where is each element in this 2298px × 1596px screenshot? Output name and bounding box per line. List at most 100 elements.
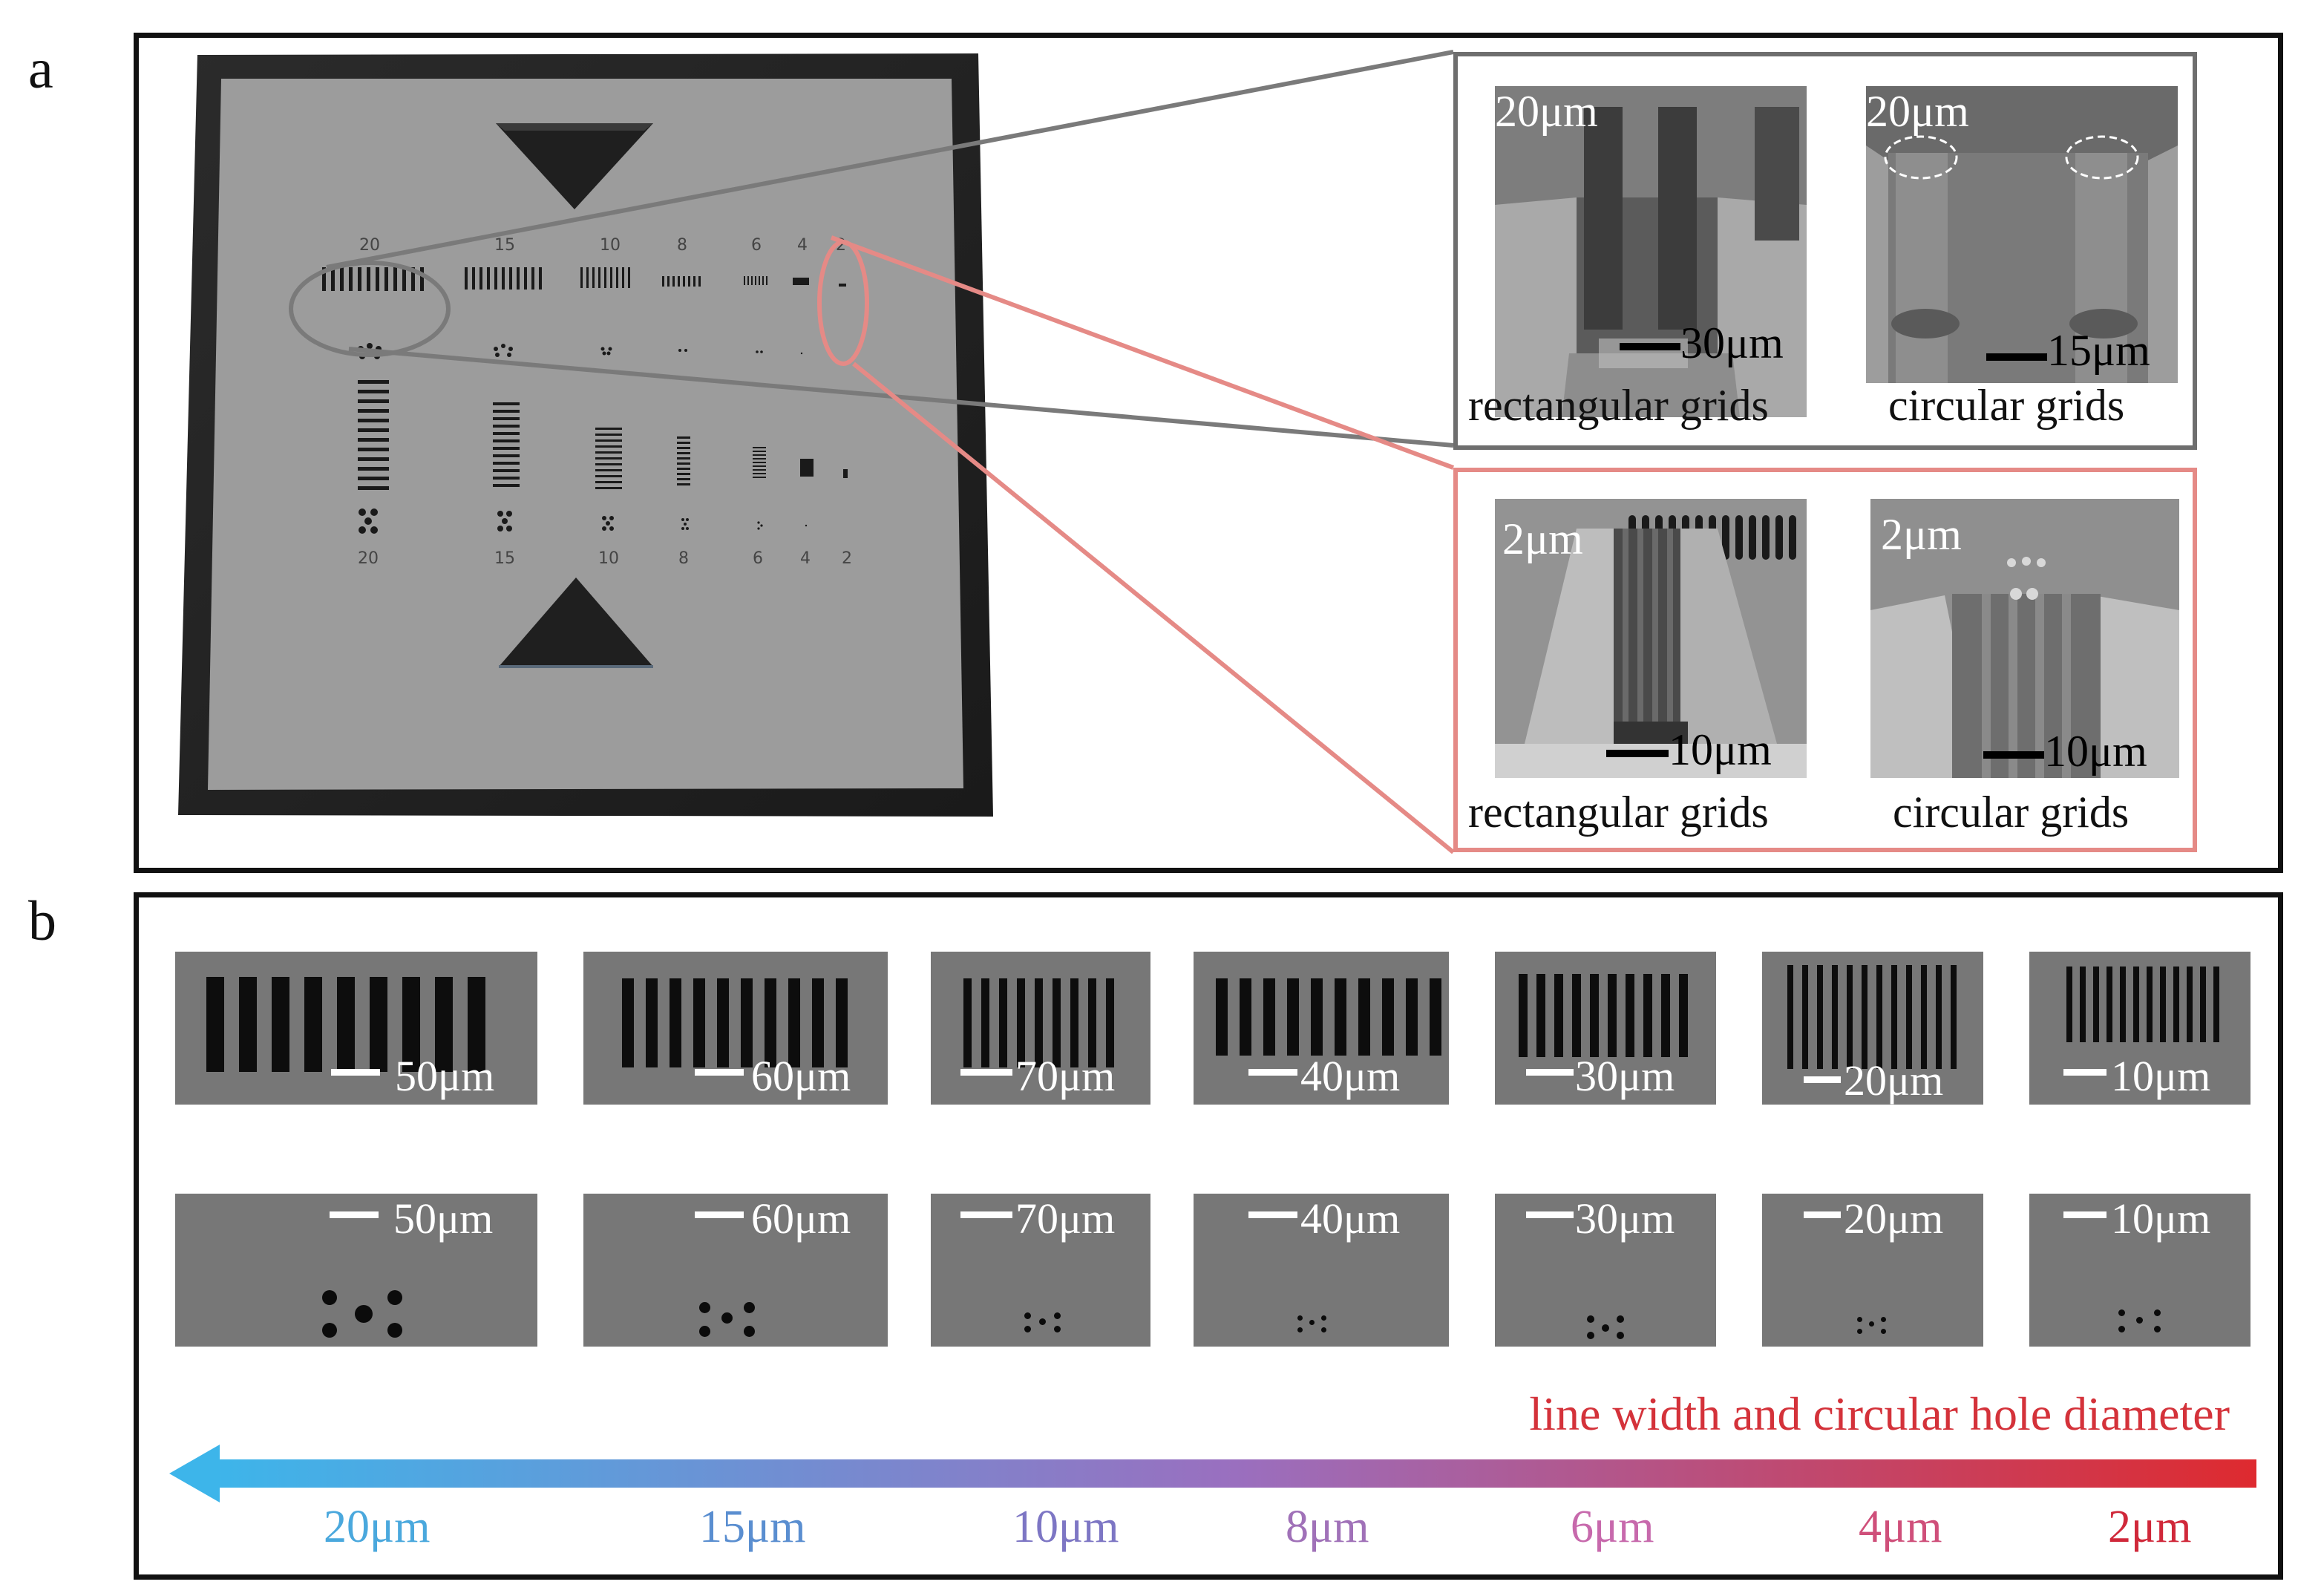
chip-bottom-number-2: 2 [842, 549, 852, 568]
line-card-20um: 50μm [175, 952, 537, 1105]
chip-bar-stack-15 [493, 402, 520, 487]
line-card-8um: 40μm [1194, 952, 1449, 1105]
scale-bar [2063, 1069, 2106, 1076]
chip-grating-8 [662, 276, 701, 287]
scale-label: 60μm [751, 1052, 851, 1100]
sem-rect-grid-20um: 20μm 30μm [1495, 86, 1807, 417]
scale-label: 10μm [2111, 1052, 2211, 1100]
scale-bar [330, 1211, 379, 1218]
sem-size-label: 2μm [1502, 514, 1583, 563]
chip-bar-stack-20 [358, 380, 389, 490]
chip-bar-stack-10 [595, 428, 622, 489]
chip-top-number-10: 10 [600, 236, 621, 255]
caption-circ-grids-gray: circular grids [1888, 381, 2125, 430]
scale-bar [1526, 1211, 1574, 1218]
scale-bar [331, 1069, 380, 1076]
chip-top-number-15: 15 [494, 236, 515, 255]
gradient-label-6um: 6μm [1571, 1502, 1654, 1552]
chip-grating-6 [744, 276, 767, 285]
caption-rect-grids-red: rectangular grids [1468, 788, 1769, 837]
panel-a-letter: a [28, 38, 53, 100]
chip-bottom-number-8: 8 [678, 549, 689, 568]
gradient-label-10um: 10μm [1012, 1502, 1119, 1552]
scale-label: 20μm [1844, 1056, 1944, 1105]
panel-b-letter: b [28, 890, 56, 952]
sem-circ-grid-2um: 2μm 10μm [1870, 499, 2179, 778]
scale-label: 70μm [1015, 1052, 1116, 1100]
zoom-connectors [326, 50, 1455, 854]
scale-bar [1986, 353, 2047, 361]
scale-bar [1983, 751, 2044, 759]
scale-bar [1526, 1069, 1574, 1076]
chip-grating-10 [580, 267, 630, 288]
chip-bar-stack-4 [800, 459, 814, 477]
scale-label: 60μm [751, 1194, 851, 1243]
sem-scale-label: 10μm [1669, 725, 1772, 774]
scale-bar [1804, 1076, 1841, 1083]
hole-card-10um: 70μm [931, 1194, 1150, 1347]
scale-bar [695, 1069, 744, 1076]
line-card-2um: 10μm [2029, 952, 2250, 1105]
scale-bar [960, 1211, 1012, 1218]
sem-circ-grid-20um: 20μm 15μm [1866, 86, 2178, 383]
sem-size-label: 2μm [1881, 510, 1962, 559]
sem-size-label: 20μm [1495, 87, 1598, 136]
scale-label: 50μm [395, 1052, 495, 1100]
red-inset-box: 2μm 10μm rectangular grids 2μm 10μm circ… [1453, 468, 2197, 852]
caption-circ-grids-red: circular grids [1893, 788, 2130, 837]
scale-label: 10μm [2111, 1194, 2211, 1243]
line-card-15um: 60μm [583, 952, 888, 1105]
scale-label: 40μm [1300, 1052, 1401, 1100]
scale-label: 50μm [393, 1194, 494, 1243]
line-card-6um: 30μm [1495, 952, 1716, 1105]
caption-rect-grids-gray: rectangular grids [1468, 381, 1769, 430]
chip-bar-stack-2 [843, 469, 848, 478]
scale-bar [1606, 750, 1669, 757]
chip-top-number-8: 8 [677, 236, 687, 255]
chip-top-number-4: 4 [797, 236, 808, 255]
hole-card-6um: 30μm [1495, 1194, 1716, 1347]
hole-card-4um: 20μm [1762, 1194, 1983, 1347]
alignment-triangle-top [496, 123, 653, 209]
highlight-ellipse-gray [289, 261, 451, 357]
sem-scale-label: 30μm [1680, 318, 1784, 367]
line-card-10um: 70μm [931, 952, 1150, 1105]
alignment-triangle-bottom [499, 578, 653, 667]
gradient-label-20um: 20μm [324, 1502, 431, 1552]
scale-bar [1804, 1211, 1841, 1218]
hole-card-20um: 50μm [175, 1194, 537, 1347]
chip-grating-2 [839, 284, 846, 287]
scale-bar [1620, 343, 1680, 350]
scale-bar [2063, 1211, 2106, 1218]
sem-scale-label: 15μm [2047, 326, 2150, 375]
sem-scale-label: 10μm [2044, 727, 2147, 776]
chip-bottom-number-10: 10 [598, 549, 619, 568]
line-card-4um: 20μm [1762, 952, 1983, 1105]
chip-grating-20 [322, 267, 424, 291]
chip-bar-stack-8 [677, 436, 690, 485]
hole-card-15um: 60μm [583, 1194, 888, 1347]
panel-b-frame [134, 892, 2283, 1580]
chip-bar-stack-6 [753, 447, 766, 478]
scale-label: 70μm [1015, 1194, 1116, 1243]
scale-label: 20μm [1844, 1194, 1944, 1243]
sem-size-label: 20μm [1866, 87, 1969, 136]
mask-chip [178, 53, 995, 818]
chip-top-number-20: 20 [359, 236, 380, 255]
scale-bar [1248, 1069, 1297, 1076]
scale-label: 30μm [1575, 1194, 1675, 1243]
gradient-arrow [169, 1445, 2256, 1502]
chip-grating-15 [465, 267, 542, 290]
gradient-label-2um: 2μm [2108, 1502, 2192, 1552]
scale-label: 40μm [1300, 1194, 1401, 1243]
scale-bar [695, 1211, 744, 1218]
chip-top-number-6: 6 [751, 236, 762, 255]
chip-bottom-number-15: 15 [494, 549, 515, 568]
gradient-label-15um: 15μm [699, 1502, 806, 1552]
scale-bar [1248, 1211, 1297, 1218]
gray-inset-box: 20μm 30μm rectangular grids 20μm 15μm ci… [1453, 52, 2197, 450]
hole-card-8um: 40μm [1194, 1194, 1449, 1347]
chip-grating-4 [793, 278, 809, 285]
panel-a-frame [134, 33, 2283, 873]
hole-card-2um: 10μm [2029, 1194, 2250, 1347]
